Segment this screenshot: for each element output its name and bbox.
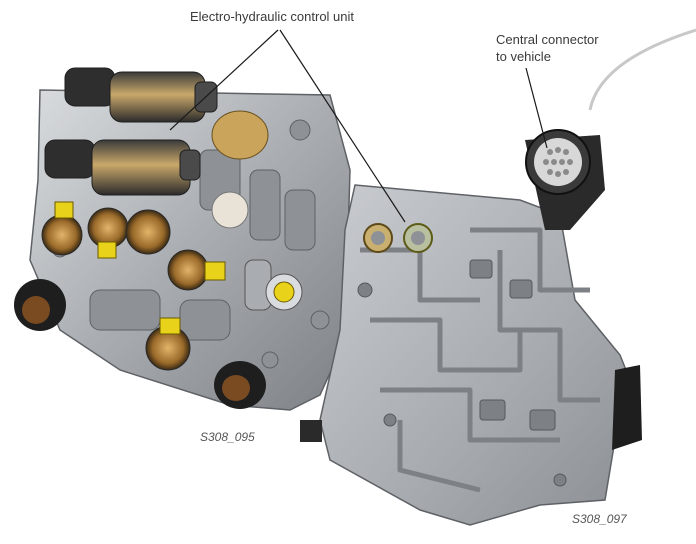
leader-lines (169, 29, 548, 223)
valve-body-right-photo (300, 129, 642, 526)
figure-code-left: S308_095 (200, 430, 255, 444)
control-unit-left-photo (14, 67, 351, 411)
pressure-regulators (41, 201, 303, 371)
figure-code-right: S308_097 (572, 512, 627, 526)
solenoid-top (64, 67, 218, 123)
central-connector (525, 129, 605, 230)
solenoid-middle (44, 139, 201, 196)
callout-control-unit: Electro-hydraulic control unit (190, 9, 355, 24)
callout-connector-line1: Central connector (496, 32, 599, 47)
callout-connector-line2: to vehicle (496, 49, 551, 64)
decorative-arc (588, 28, 696, 111)
